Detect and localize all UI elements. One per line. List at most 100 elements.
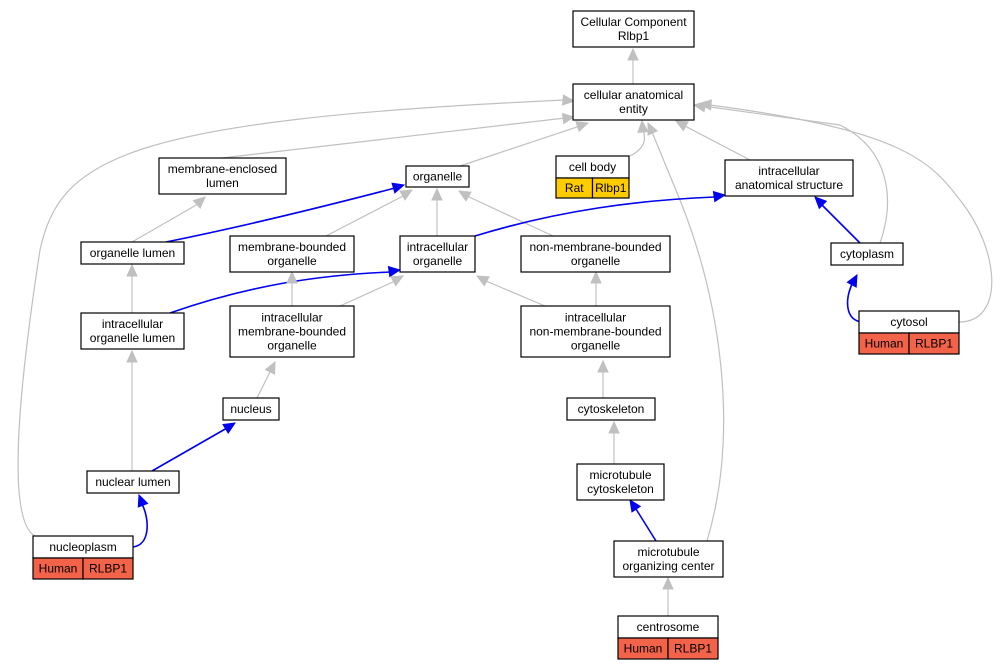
node-box: [830, 242, 904, 266]
arrow-head: [562, 94, 576, 106]
species-annotation[interactable]: Human RLBP1: [858, 332, 960, 355]
arrow-head: [629, 498, 642, 513]
gene-label: Rlbp1: [595, 181, 627, 195]
edge-cytoskeleton-to-inmbo: [597, 359, 609, 398]
arrow-head: [637, 119, 649, 133]
node-cytoplasm[interactable]: cytoplasm: [830, 242, 904, 266]
node-label: intracellular: [758, 164, 819, 178]
arrow-head: [712, 190, 727, 203]
edge-iolumen-to-iorganelle: [169, 265, 402, 314]
arrow-head: [698, 99, 712, 111]
node-box: [576, 463, 665, 501]
node-nucleus[interactable]: nucleus: [222, 397, 280, 421]
node-box: [229, 305, 355, 358]
node-label: intracellular: [102, 317, 163, 331]
node-box: [86, 470, 180, 494]
edge-nucleoplasm-to-nlumen: [132, 493, 149, 548]
arrow-head: [475, 275, 490, 287]
gene-cell: [591, 177, 630, 199]
node-label: Rlbp1: [618, 29, 650, 43]
arrow-head: [647, 121, 659, 136]
node-box: [566, 397, 656, 421]
node-box: [572, 83, 695, 121]
arrow-head: [399, 189, 414, 201]
arrow-head: [846, 273, 858, 288]
node-label: microtubule: [589, 468, 651, 482]
node-label: organelle lumen: [90, 246, 175, 260]
node-label: nucleoplasm: [49, 540, 116, 554]
node-box: [399, 235, 476, 273]
arrow-head: [222, 422, 237, 434]
node-label: membrane-enclosed: [168, 162, 277, 176]
edge-cellbody-to-cae: [629, 119, 649, 157]
node-label: membrane-bounded: [238, 240, 346, 254]
node-intracellular-non-membrane-bounded-organelle[interactable]: intracellularnon-membrane-boundedorganel…: [520, 305, 671, 358]
edge-nlumen-to-iolumen: [126, 349, 138, 471]
node-label: cytoplasm: [840, 247, 894, 261]
edge-iolumen-to-olumen: [126, 263, 138, 313]
node-label: non-membrane-bounded: [529, 240, 661, 254]
node-label: nuclear lumen: [95, 475, 170, 489]
arrow-head: [126, 349, 138, 363]
node-cytoskeleton[interactable]: cytoskeleton: [566, 397, 656, 421]
edge-mtoc-to-mtc: [629, 498, 657, 542]
node-box: [520, 305, 671, 358]
node-label: organelle: [413, 170, 463, 184]
edge-imbo-to-mbo: [286, 270, 298, 306]
arrow-head: [662, 576, 674, 590]
species-label: Human: [865, 337, 904, 351]
edge-iorganelle-to-ias: [474, 190, 727, 237]
arrow-head: [814, 196, 828, 210]
edge-cae-to-root: [627, 47, 639, 84]
node-label: membrane-bounded: [238, 325, 346, 339]
arrow-head: [391, 182, 406, 194]
edge-centrosome-to-mtoc: [662, 576, 674, 616]
node-box: [520, 235, 671, 273]
node-box: [724, 159, 854, 197]
node-label: organelle: [267, 339, 317, 353]
node-label: organelle: [571, 339, 621, 353]
edge-nucleus-to-imbo: [256, 360, 276, 399]
edge-mtc-to-cytoskeleton: [608, 420, 620, 464]
edge-nlumen-to-nucleus: [151, 422, 237, 472]
node-organelle-lumen[interactable]: organelle lumen: [80, 241, 185, 265]
arrow-head: [590, 270, 602, 284]
arrow-head: [192, 196, 206, 209]
edge-nmbo-to-organelle: [457, 190, 554, 237]
arrow-head: [390, 275, 405, 287]
node-nuclear-lumen[interactable]: nuclear lumen: [86, 470, 180, 494]
node-box: [222, 397, 280, 421]
node-label: nucleus: [230, 402, 271, 416]
edge-mtoc-to-cae: [647, 121, 725, 542]
node-label: anatomical structure: [735, 178, 843, 192]
node-label: organelle: [571, 254, 621, 268]
arrow-head: [627, 47, 639, 61]
gene-label: RLBP1: [915, 337, 953, 351]
node-label: non-membrane-bounded: [529, 325, 661, 339]
node-organelle[interactable]: organelle: [405, 165, 470, 188]
node-label: cytosol: [890, 315, 927, 329]
arrow-head: [126, 263, 138, 277]
arrow-head: [137, 493, 149, 508]
edge-iorganelle-to-organelle: [431, 187, 443, 236]
